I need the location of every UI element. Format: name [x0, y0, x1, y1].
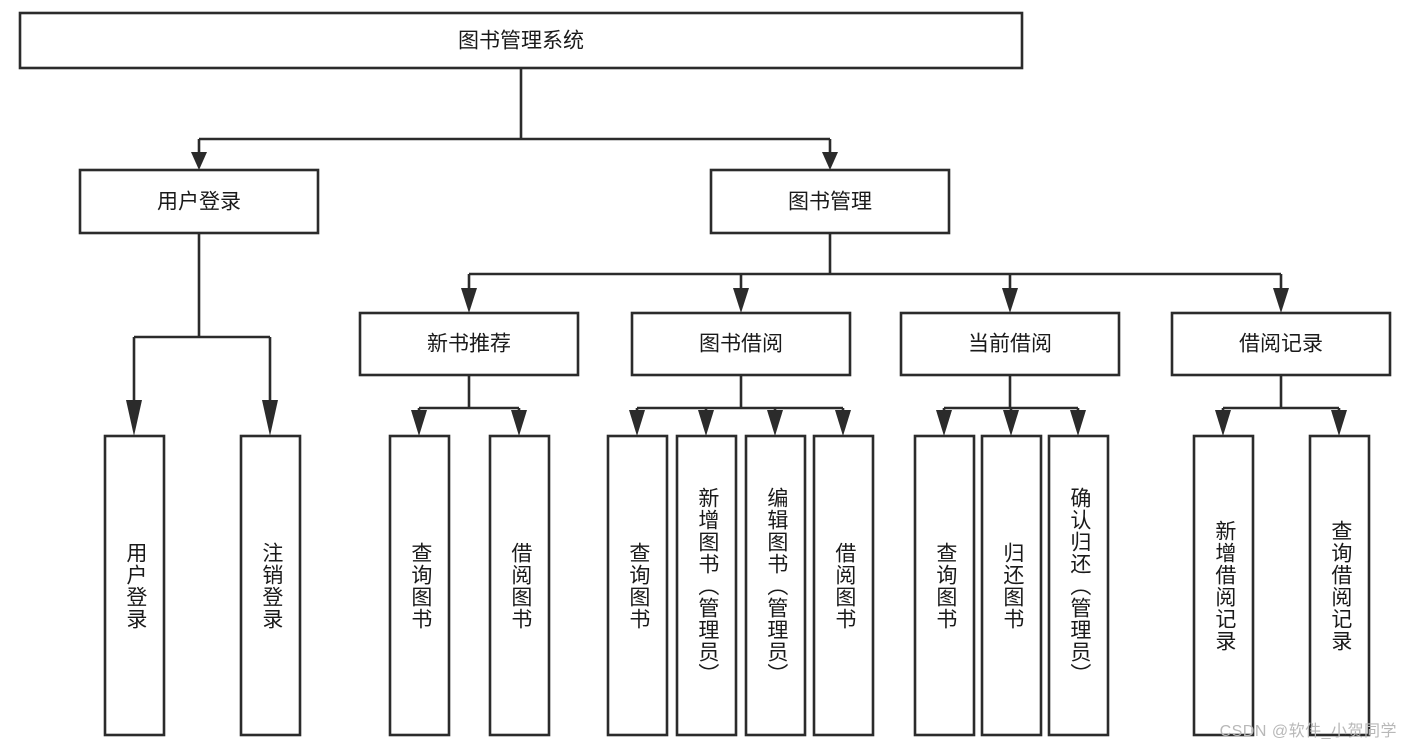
node-new-book-recommend[interactable]: 新书推荐: [358, 311, 580, 377]
arrow-head-tsjy-leaf-3: [767, 410, 783, 436]
node-leaf-nsr-1-box[interactable]: [388, 434, 451, 737]
node-borrow-record-label: 借阅记录: [1239, 333, 1323, 356]
node-leaf-tsjy-1-box[interactable]: [606, 434, 669, 737]
arrow-head-jyjl-leaf-2: [1331, 410, 1347, 436]
arrow-head-tsjy-leaf-4: [835, 410, 851, 436]
arrow-head-book-mgmt: [822, 152, 838, 170]
node-user-login[interactable]: 用户登录: [78, 168, 320, 235]
node-current-borrow-label: 当前借阅: [968, 333, 1052, 356]
arrow-head-tsjy-leaf-2: [698, 410, 714, 436]
node-leaf-user-login-1-box[interactable]: [103, 434, 166, 737]
arrow-head-level3-1: [461, 288, 477, 313]
node-leaf-tsjy-4-box[interactable]: [812, 434, 875, 737]
arrow-head-dqjy-leaf-1: [936, 410, 952, 436]
arrow-head-level3-2: [733, 288, 749, 313]
node-borrow-record[interactable]: 借阅记录: [1170, 311, 1392, 377]
arrow-head-ul-leaf-2: [262, 400, 278, 436]
arrow-head-ul-leaf-1: [126, 400, 142, 436]
arrow-head-nsr-leaf-1: [411, 410, 427, 436]
node-leaf-tsjy-3-box[interactable]: [744, 434, 807, 737]
arrow-head-level3-4: [1273, 288, 1289, 313]
arrow-head-tsjy-leaf-1: [629, 410, 645, 436]
arrow-head-user-login: [191, 152, 207, 170]
node-leaf-jyjl-1-box[interactable]: [1192, 434, 1255, 737]
node-new-book-recommend-label: 新书推荐: [427, 333, 511, 356]
node-leaf-user-login-2-box[interactable]: [239, 434, 302, 737]
node-root-label: 图书管理系统: [458, 30, 584, 53]
arrow-head-dqjy-leaf-2: [1003, 410, 1019, 436]
node-book-borrow-label: 图书借阅: [699, 333, 783, 356]
watermark-text: CSDN @软件_小贺同学: [1219, 723, 1397, 740]
arrow-head-jyjl-leaf-1: [1215, 410, 1231, 436]
arrow-head-level3-3: [1002, 288, 1018, 313]
node-user-login-label: 用户登录: [157, 191, 241, 214]
arrow-head-nsr-leaf-2: [511, 410, 527, 436]
node-leaf-jyjl-2-box[interactable]: [1308, 434, 1371, 737]
node-leaf-dqjy-1-box[interactable]: [913, 434, 976, 737]
node-leaf-nsr-2-box[interactable]: [488, 434, 551, 737]
node-root[interactable]: 图书管理系统: [18, 11, 1024, 70]
node-book-borrow[interactable]: 图书借阅: [630, 311, 852, 377]
node-leaf-dqjy-2-box[interactable]: [980, 434, 1043, 737]
node-leaf-tsjy-2-box[interactable]: [675, 434, 738, 737]
node-leaf-dqjy-3-box[interactable]: [1047, 434, 1110, 737]
node-current-borrow[interactable]: 当前借阅: [899, 311, 1121, 377]
node-book-management[interactable]: 图书管理: [709, 168, 951, 235]
node-book-management-label: 图书管理: [788, 191, 872, 214]
arrow-head-dqjy-leaf-3: [1070, 410, 1086, 436]
